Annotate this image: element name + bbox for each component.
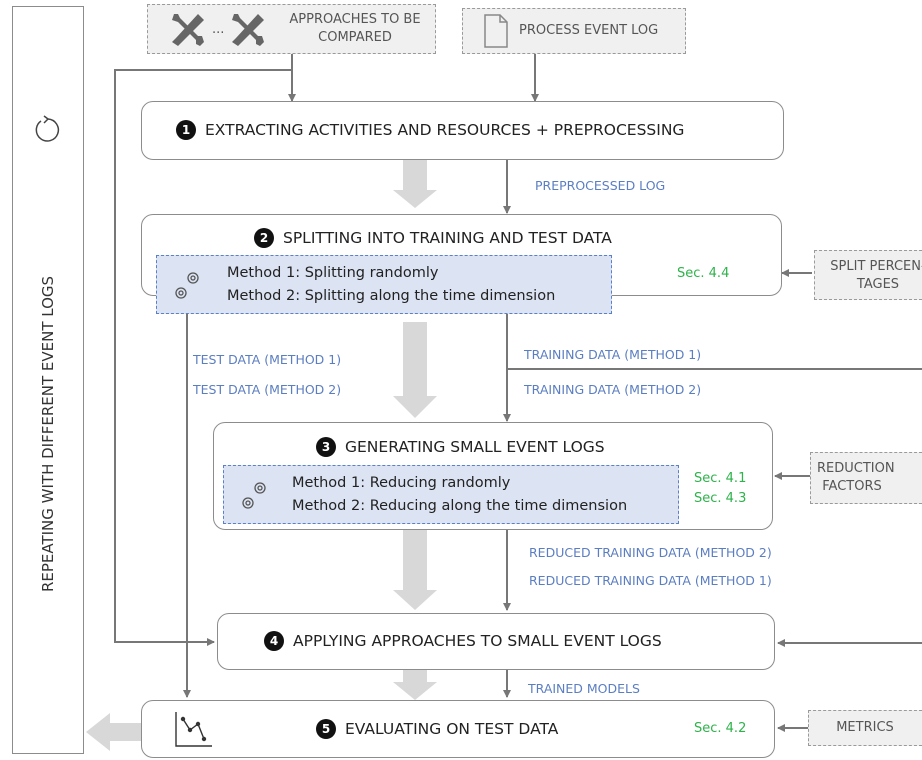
flow-label-reduced-m1: REDUCED TRAINING DATA (METHOD 1) (529, 573, 772, 588)
document-icon (484, 14, 508, 48)
refresh-icon (35, 115, 60, 142)
section-ref: Sec. 4.2 (694, 721, 747, 736)
tools-icon (232, 14, 264, 46)
step-number: 3 (316, 437, 336, 457)
flow-label-test-data-m2: TEST DATA (METHOD 2) (193, 382, 342, 397)
step-title: GENERATING SMALL EVENT LOGS (345, 438, 605, 456)
step-4-box: 4 APPLYING APPROACHES TO SMALL EVENT LOG… (217, 613, 775, 670)
flow-label-training-data-m2: TRAINING DATA (METHOD 2) (524, 382, 702, 397)
section-ref: Sec. 4.3 (694, 491, 747, 506)
big-arrows (86, 160, 437, 751)
gears-icon (242, 482, 266, 509)
flow-label-test-data-m1: TEST DATA (METHOD 1) (193, 352, 342, 367)
event-log-label: PROCESS EVENT LOG (519, 23, 659, 38)
step-title: EVALUATING ON TEST DATA (345, 720, 559, 738)
split-percentages-input: SPLIT PERCEN- TAGES (814, 250, 922, 300)
tools-icon (172, 14, 204, 46)
step-title: EXTRACTING ACTIVITIES AND RESOURCES + PR… (205, 121, 685, 139)
approaches-ellipsis: ... (212, 22, 225, 37)
step-title: APPLYING APPROACHES TO SMALL EVENT LOGS (293, 632, 662, 650)
reduction-factors-input: REDUCTION FACTORS (810, 452, 922, 504)
step-5-box: 5 EVALUATING ON TEST DATA Sec. 4.2 (141, 700, 775, 758)
metrics-label: METRICS (836, 720, 894, 735)
flow-label-preprocessed-log: PREPROCESSED LOG (535, 178, 666, 193)
step-2-methods: Method 1: Splitting randomly Method 2: S… (156, 255, 612, 314)
step-number: 5 (316, 719, 336, 739)
flow-label-reduced-m2: REDUCED TRAINING DATA (METHOD 2) (529, 545, 772, 560)
method-line: Method 2: Reducing along the time dimens… (292, 498, 628, 514)
step-number: 1 (176, 120, 196, 140)
flow-label-trained-models: TRAINED MODELS (528, 681, 640, 696)
step-3-methods: Method 1: Reducing randomly Method 2: Re… (223, 465, 679, 524)
metrics-input: METRICS (808, 710, 922, 746)
event-log-input: PROCESS EVENT LOG (462, 8, 686, 54)
chart-icon (175, 712, 212, 747)
flow-label-training-data-m1: TRAINING DATA (METHOD 1) (524, 347, 702, 362)
repeat-label: REPEATING WITH DIFFERENT EVENT LOGS (39, 275, 57, 593)
method-line: Method 1: Splitting randomly (227, 265, 439, 281)
step-number: 4 (264, 631, 284, 651)
method-line: Method 1: Reducing randomly (292, 475, 511, 491)
reduction-factors-label: REDUCTION FACTORS (817, 461, 895, 494)
approaches-input: ... APPROACHES TO BE COMPARED (147, 4, 436, 54)
step-title: SPLITTING INTO TRAINING AND TEST DATA (283, 229, 612, 247)
step-number: 2 (254, 228, 274, 248)
section-ref: Sec. 4.4 (677, 266, 730, 281)
repeat-sidebar: REPEATING WITH DIFFERENT EVENT LOGS (12, 6, 84, 754)
gears-icon (175, 272, 199, 299)
step-1-box: 1 EXTRACTING ACTIVITIES AND RESOURCES + … (141, 101, 784, 160)
approaches-label: APPROACHES TO BE COMPARED (289, 12, 421, 45)
section-ref: Sec. 4.1 (694, 471, 747, 486)
split-percentages-label: SPLIT PERCEN- TAGES (830, 259, 922, 292)
method-line: Method 2: Splitting along the time dimen… (227, 288, 556, 304)
